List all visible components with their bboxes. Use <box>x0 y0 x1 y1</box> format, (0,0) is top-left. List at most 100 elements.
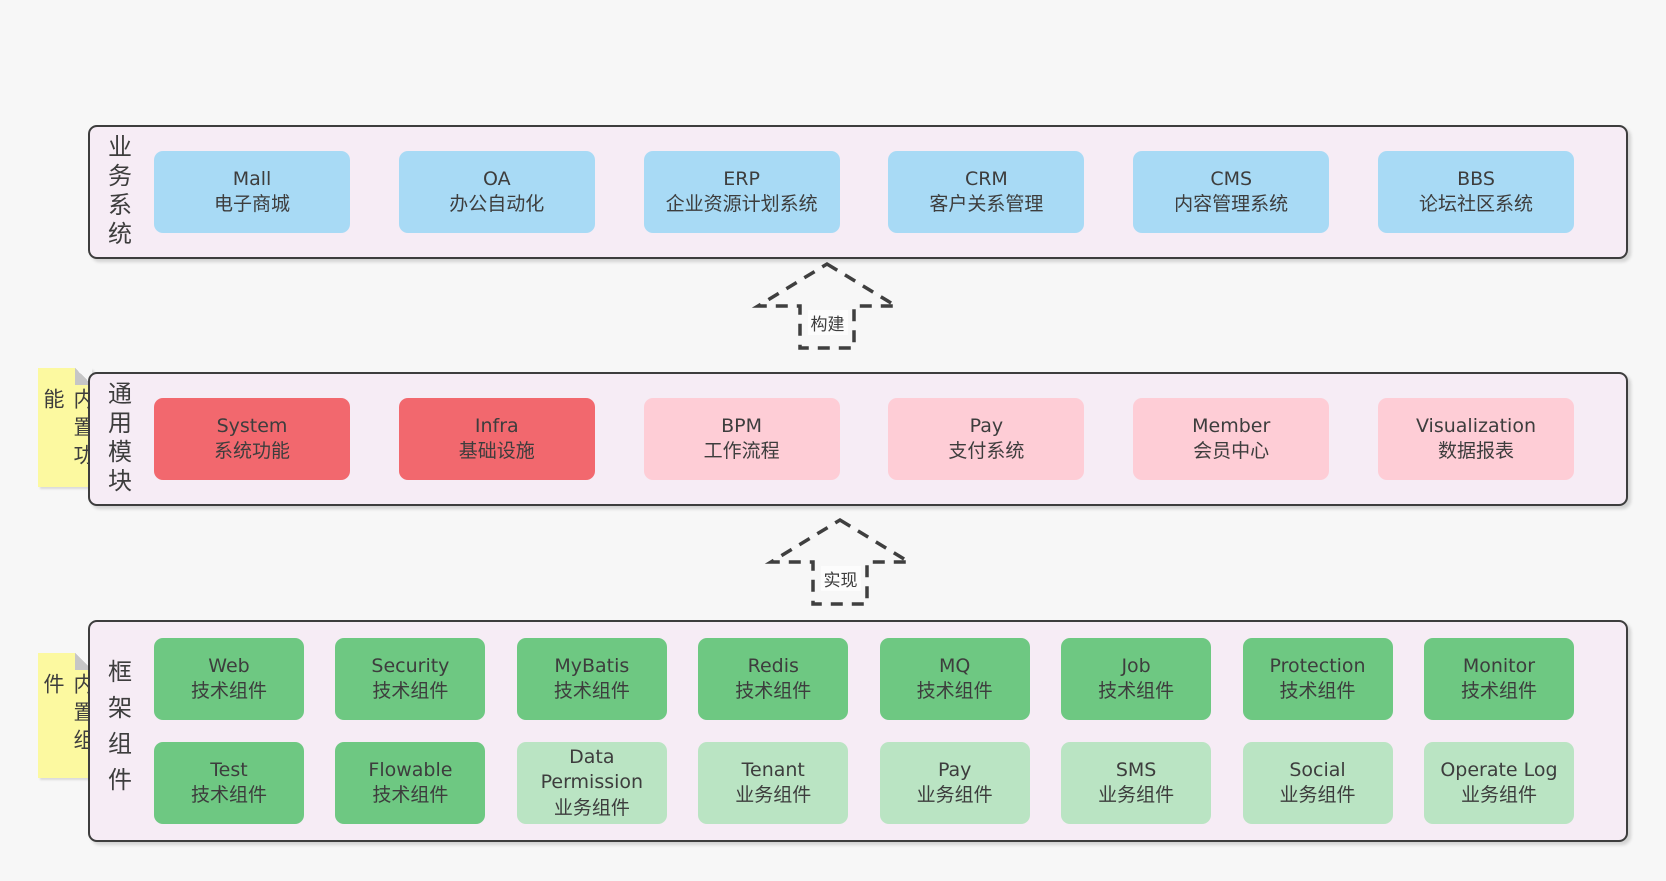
box-subtitle: 技术组件 <box>1098 680 1175 702</box>
box-title: BPM <box>721 414 763 437</box>
sticky-note-builtin-components: 内置组件 <box>38 653 95 778</box>
arrow-label: 实现 <box>820 566 861 592</box>
box-subtitle: 内容管理系统 <box>1174 193 1289 215</box>
box-subtitle: 系统功能 <box>213 440 290 462</box>
box-title: Visualization <box>1415 414 1536 437</box>
box-title: Member <box>1192 414 1271 437</box>
module-box-job: Job 技术组件 <box>1061 638 1212 720</box>
box-title: Pay <box>937 758 972 781</box>
box-subtitle: 业务组件 <box>1098 784 1175 806</box>
module-box-flowable: Flowable 技术组件 <box>335 742 486 824</box>
box-subtitle: 论坛社区系统 <box>1418 193 1533 215</box>
band-content: System 系统功能 Infra 基础设施 BPM 工作流程 Pay 支付系统 Member 会… <box>146 374 1626 504</box>
box-title: CMS <box>1210 167 1253 190</box>
box-title: MyBatis <box>554 654 630 677</box>
module-box-protection: Protection 技术组件 <box>1242 638 1393 720</box>
box-title: MQ <box>939 654 971 677</box>
module-box-pay: Pay 业务组件 <box>879 742 1030 824</box>
module-box-operate-log: Operate Log 业务组件 <box>1423 742 1574 824</box>
box-title: CRM <box>964 167 1008 190</box>
module-box-monitor: Monitor 技术组件 <box>1423 638 1574 720</box>
module-box-erp: ERP 企业资源计划系统 <box>643 151 840 233</box>
box-title: BBS <box>1457 167 1495 190</box>
sticky-note-builtin-features: 内置功能 <box>38 368 95 487</box>
module-box-visualization: Visualization 数据报表 <box>1377 398 1574 480</box>
box-subtitle: 技术组件 <box>735 680 812 702</box>
box-subtitle: 业务组件 <box>735 784 812 806</box>
box-subtitle: 支付系统 <box>948 440 1025 462</box>
box-title: System <box>216 414 288 437</box>
band-business-systems: 业务系统 Mall 电子商城 OA 办公自动化 ERP 企业资源计划系统 CRM 客户关系管理… <box>88 125 1628 259</box>
box-title: Infra <box>474 414 519 437</box>
box-subtitle: 工作流程 <box>703 440 780 462</box>
module-box-security: Security 技术组件 <box>335 638 486 720</box>
box-subtitle: 会员中心 <box>1193 440 1270 462</box>
module-box-sms: SMS 业务组件 <box>1061 742 1212 824</box>
box-subtitle: 技术组件 <box>372 784 449 806</box>
box-title: Protection <box>1269 654 1366 677</box>
module-box-system: System 系统功能 <box>154 398 350 480</box>
band-label: 业务系统 <box>103 134 132 250</box>
module-box-infra: Infra 基础设施 <box>398 398 595 480</box>
module-box-redis: Redis 技术组件 <box>698 638 849 720</box>
folded-corner-icon <box>75 653 92 670</box>
box-subtitle: 企业资源计划系统 <box>665 193 818 215</box>
box-title: Redis <box>747 654 799 677</box>
box-subtitle: 技术组件 <box>190 680 267 702</box>
box-title: Tenant <box>741 758 805 781</box>
box-subtitle: 技术组件 <box>372 680 449 702</box>
box-title: Pay <box>969 414 1004 437</box>
module-box-test: Test 技术组件 <box>154 742 304 824</box>
box-subtitle: 业务组件 <box>916 784 993 806</box>
module-row: Mall 电子商城 OA 办公自动化 ERP 企业资源计划系统 CRM 客户关系管理 CMS 内容… <box>154 151 1574 233</box>
box-title: Security <box>371 654 450 677</box>
box-title: Operate Log <box>1440 758 1558 781</box>
box-title: Job <box>1121 654 1151 677</box>
band-label: 通用模块 <box>103 381 132 497</box>
box-title: OA <box>482 167 511 190</box>
module-row: System 系统功能 Infra 基础设施 BPM 工作流程 Pay 支付系统 Member 会… <box>154 398 1574 480</box>
build-arrow: 构建 <box>751 261 903 350</box>
implement-arrow: 实现 <box>764 517 916 606</box>
box-subtitle: 办公自动化 <box>449 193 545 215</box>
box-title: Flowable <box>368 758 453 781</box>
box-title: Test <box>210 758 248 781</box>
box-subtitle: 客户关系管理 <box>929 193 1044 215</box>
box-subtitle: 基础设施 <box>458 440 535 462</box>
module-box-member: Member 会员中心 <box>1133 398 1330 480</box>
band-common-modules: 通用模块 System 系统功能 Infra 基础设施 BPM 工作流程 Pay 支付系统 Me… <box>88 372 1628 506</box>
module-box-mall: Mall 电子商城 <box>154 151 350 233</box>
box-subtitle: 电子商城 <box>213 193 290 215</box>
box-title: SMS <box>1115 758 1157 781</box>
up-arrow-icon <box>751 261 903 350</box>
box-title: Mall <box>232 167 272 190</box>
band-label: 框架组件 <box>103 659 132 803</box>
module-box-tenant: Tenant 业务组件 <box>698 742 849 824</box>
box-subtitle: 数据报表 <box>1437 440 1514 462</box>
box-title: Social <box>1289 758 1346 781</box>
box-subtitle: 技术组件 <box>553 680 630 702</box>
box-subtitle: 技术组件 <box>1279 680 1356 702</box>
box-subtitle: 业务组件 <box>1279 784 1356 806</box>
up-arrow-icon <box>764 517 916 606</box>
module-box-bpm: BPM 工作流程 <box>643 398 840 480</box>
folded-corner-icon <box>75 368 92 385</box>
box-subtitle: 技术组件 <box>190 784 267 806</box>
box-title: ERP <box>723 167 760 190</box>
box-subtitle: 技术组件 <box>1460 680 1537 702</box>
box-title: Monitor <box>1462 654 1536 677</box>
box-title: Data Permission <box>540 746 644 794</box>
module-box-oa: OA 办公自动化 <box>398 151 595 233</box>
module-box-bbs: BBS 论坛社区系统 <box>1377 151 1574 233</box>
box-subtitle: 技术组件 <box>916 680 993 702</box>
module-box-mq: MQ 技术组件 <box>879 638 1030 720</box>
module-box-crm: CRM 客户关系管理 <box>888 151 1085 233</box>
box-subtitle: 业务组件 <box>1460 784 1537 806</box>
box-subtitle: 业务组件 <box>553 796 630 819</box>
